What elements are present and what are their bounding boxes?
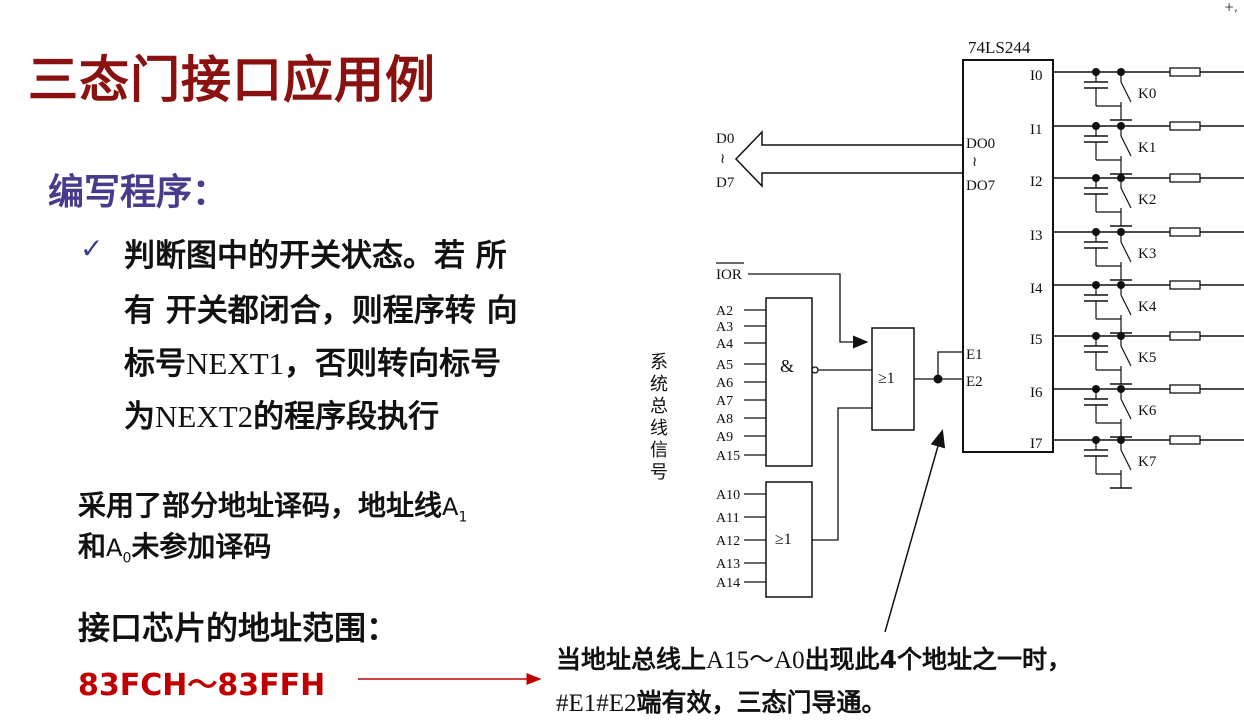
bus-label-char: 线 — [650, 418, 668, 438]
and-input-label: A7 — [716, 394, 733, 409]
resistor — [1169, 67, 1201, 77]
decode-note-line-2: 和A0未参加译码 — [78, 530, 272, 567]
callout-line-2: #E1#E2端有效，三态门导通。 — [556, 688, 887, 717]
corner-mark: +, — [1224, 0, 1238, 14]
ior-label: IOR — [716, 267, 742, 283]
switch-label: K3 — [1138, 246, 1156, 262]
and-input-label: A15 — [716, 449, 740, 464]
or-gate-symbol: ≥1 — [775, 531, 792, 548]
bus-label-char: 总 — [650, 396, 668, 416]
switch-blade — [1120, 345, 1132, 367]
resistor — [1169, 331, 1201, 341]
bus-label-char: 号 — [650, 462, 668, 482]
switch-blade — [1120, 187, 1132, 209]
data-out-top: DO0 — [966, 136, 995, 152]
decode-note-line-1: 采用了部分地址译码，地址线A1 — [78, 489, 468, 526]
bus-label-char: 统 — [650, 374, 668, 394]
resistor — [1169, 280, 1201, 290]
switch-blade — [1120, 294, 1132, 316]
enable-e1: E1 — [966, 347, 983, 363]
and-input-label: A5 — [716, 358, 733, 373]
input-label: I5 — [1030, 332, 1043, 348]
bullet-line-3: 标号NEXT1，否则转向标号 — [124, 346, 502, 382]
or-input-label: A10 — [716, 488, 740, 503]
and-input-label: A6 — [716, 376, 733, 391]
ior-wire — [748, 273, 869, 349]
and-gate-inverter-bubble — [811, 366, 819, 374]
bullet-line-4: 为NEXT2的程序段执行 — [124, 399, 440, 435]
input-label: I6 — [1030, 385, 1043, 401]
resistor — [1169, 384, 1201, 394]
switch-label: K0 — [1138, 86, 1156, 102]
switch-label: K1 — [1138, 140, 1156, 156]
checkmark-icon: ✓ — [80, 232, 104, 265]
or-input-label: A12 — [716, 534, 740, 549]
switch-blade — [1120, 449, 1132, 471]
chip-74ls244 — [962, 59, 1054, 453]
bullet-line-2: 有 开关都闭合，则程序转 向 — [124, 293, 518, 329]
data-bus-top: D0 — [716, 131, 734, 147]
switch-label: K4 — [1138, 299, 1157, 315]
switch-blade — [1120, 135, 1132, 157]
data-out-bottom: DO7 — [966, 178, 996, 194]
resistor — [1169, 121, 1201, 131]
address-range-label: 接口芯片的地址范围： — [78, 609, 399, 647]
and-input-label: A8 — [716, 412, 733, 427]
or-input-label: A13 — [716, 557, 740, 572]
resistor — [1169, 173, 1201, 183]
switch-label: K5 — [1138, 350, 1156, 366]
input-label: I1 — [1030, 122, 1043, 138]
data-out-wave: ≀ — [972, 155, 977, 170]
switch-blade — [1120, 241, 1132, 263]
chip-label: 74LS244 — [968, 38, 1031, 57]
switch-label: K2 — [1138, 192, 1156, 208]
switch-blade — [1120, 81, 1132, 103]
switch-label: K7 — [1138, 454, 1157, 470]
bullet-line-1: 判断图中的开关状态。若 所 — [124, 238, 507, 274]
data-bus-bottom: D7 — [716, 175, 735, 191]
data-bus-wave: ≀ — [720, 152, 725, 167]
enable-e2: E2 — [966, 374, 983, 390]
input-label: I4 — [1030, 281, 1043, 297]
and-input-label: A4 — [716, 337, 733, 352]
and-input-label: A3 — [716, 320, 733, 335]
data-bus-arrow — [734, 130, 963, 188]
resistor — [1169, 435, 1201, 445]
switch-label: K6 — [1138, 403, 1157, 419]
bus-label-char: 系 — [650, 352, 668, 372]
address-range-value: 83FCH～83FFH — [78, 668, 326, 703]
and-gate — [765, 297, 813, 467]
bus-label-char: 信 — [650, 440, 668, 460]
resistor — [1169, 227, 1201, 237]
input-label: I2 — [1030, 174, 1043, 190]
callout-arrow — [884, 429, 946, 633]
or-input-label: A11 — [716, 511, 740, 526]
final-gate-symbol: ≥1 — [878, 370, 895, 387]
callout-line-1: 当地址总线上A15～A0出现此4个地址之一时， — [556, 645, 1073, 674]
slide-title: 三态门接口应用例 — [28, 51, 436, 109]
input-label: I7 — [1030, 436, 1043, 452]
switch-blade — [1120, 398, 1132, 420]
program-heading: 编写程序： — [48, 172, 229, 213]
input-label: I0 — [1030, 68, 1043, 84]
input-label: I3 — [1030, 228, 1043, 244]
or-input-label: A14 — [716, 576, 740, 591]
and-input-label: A9 — [716, 430, 733, 445]
enable-junction — [933, 374, 943, 384]
or-to-final-wire — [812, 407, 872, 541]
and-gate-symbol: & — [780, 356, 794, 376]
and-input-label: A2 — [716, 304, 733, 319]
